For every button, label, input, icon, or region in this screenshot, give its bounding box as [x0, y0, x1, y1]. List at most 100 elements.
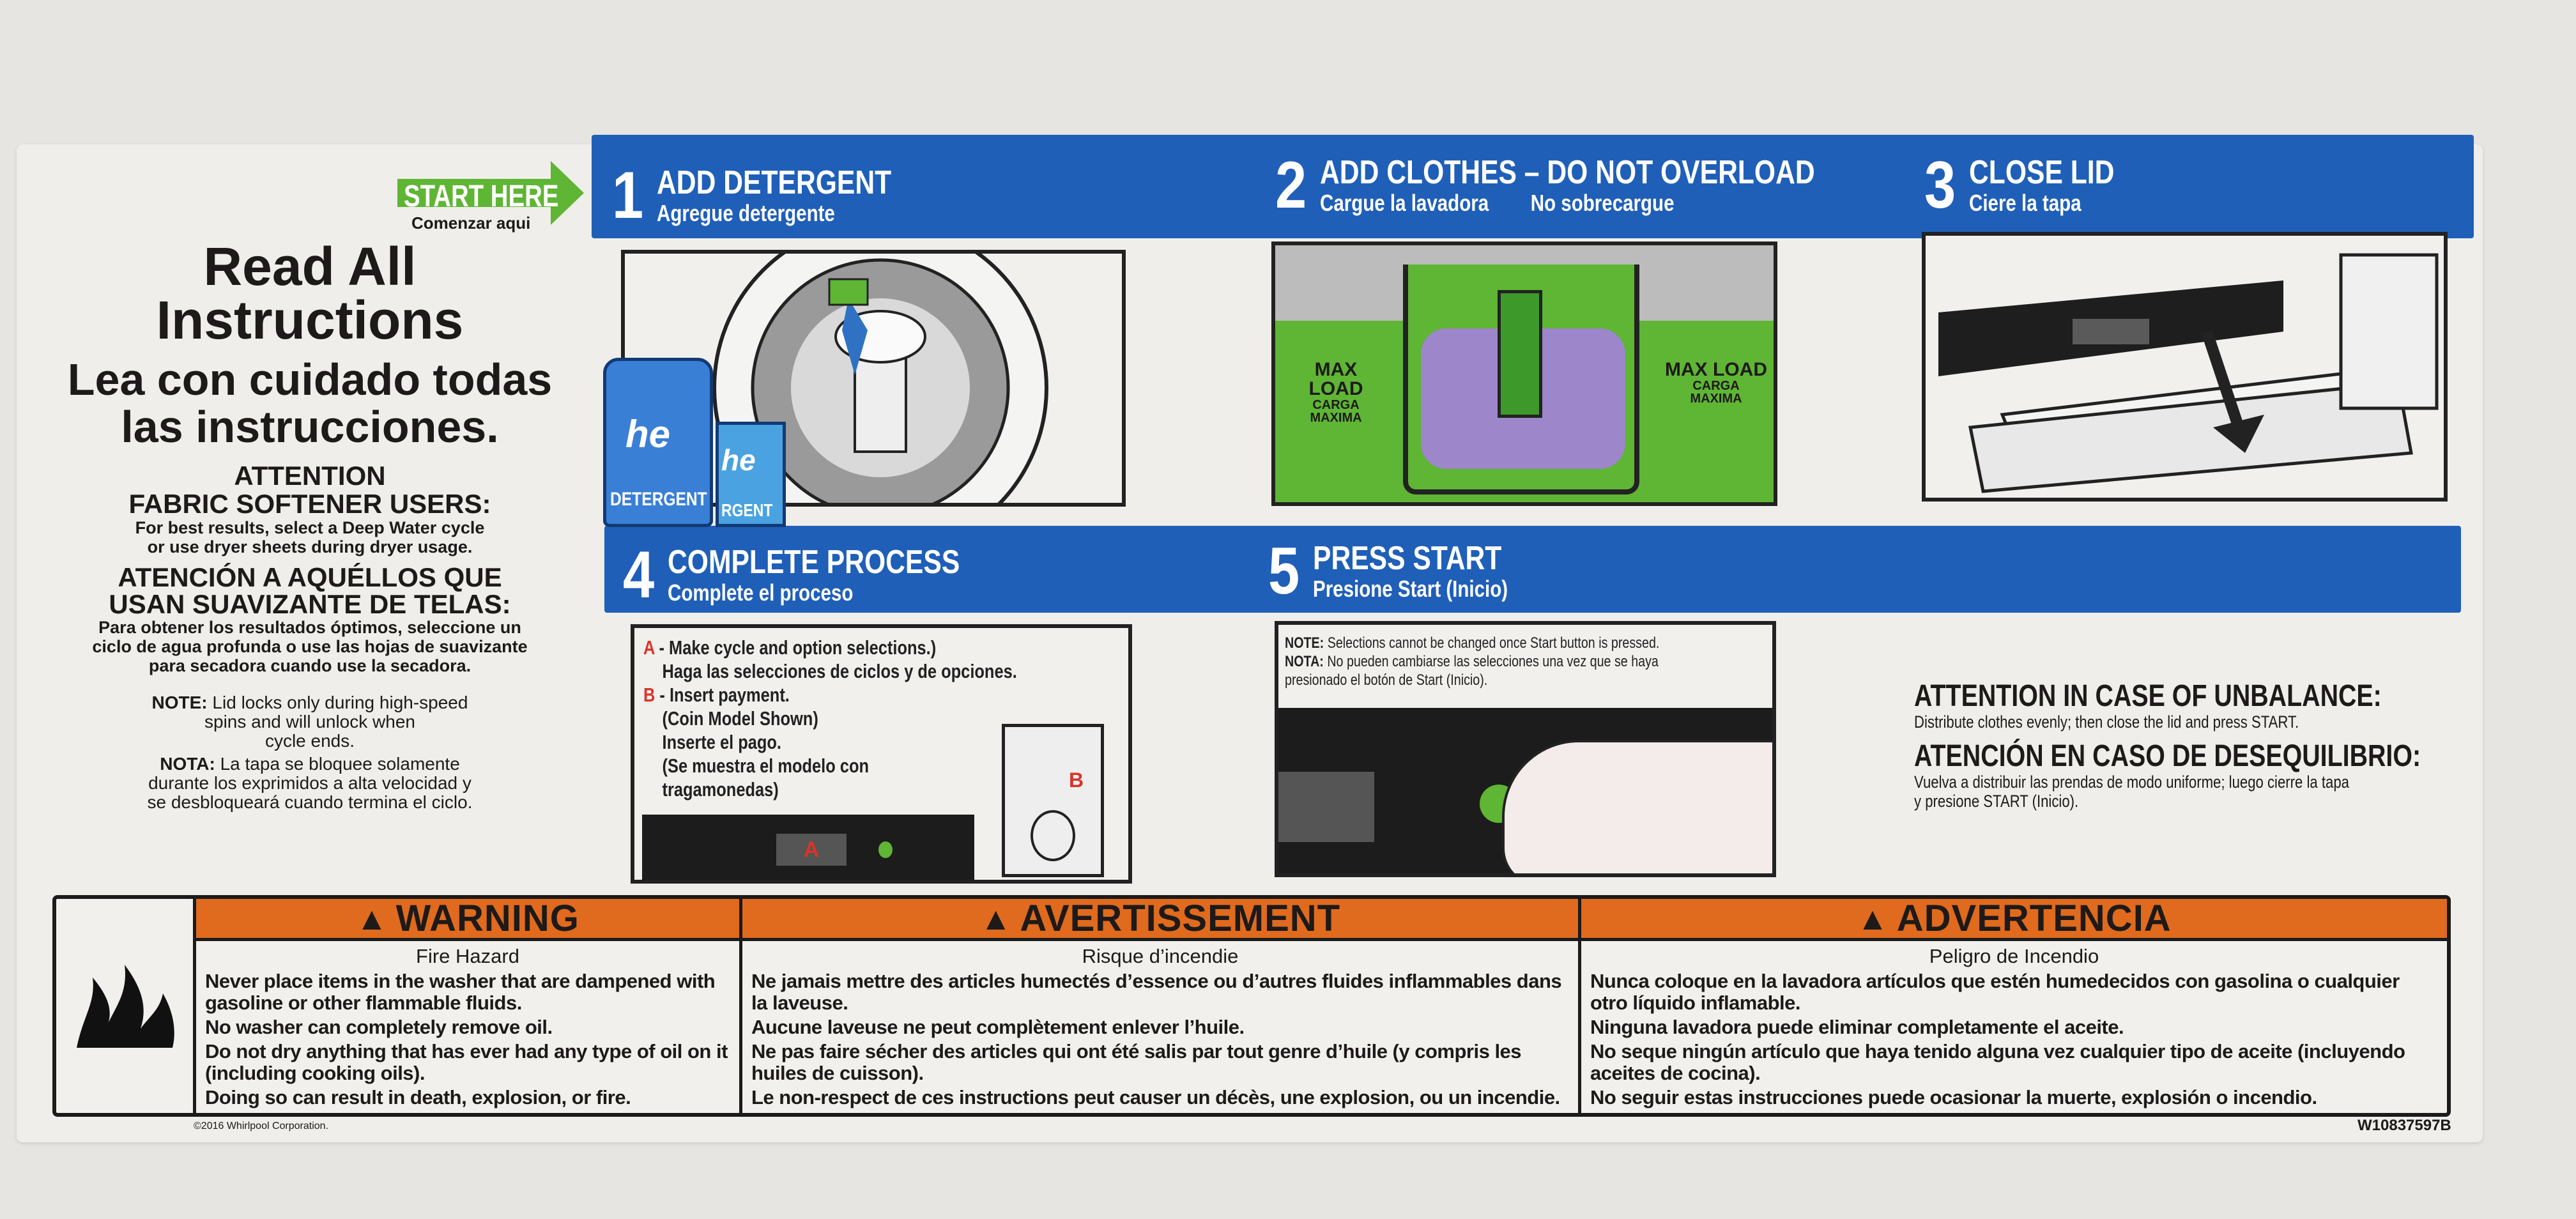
text-line: Insert payment.: [669, 684, 790, 706]
start-here-label: START HERE: [404, 180, 559, 213]
hand-illustration: [1502, 740, 1772, 873]
text-line: No pueden cambiarse las selecciones una …: [1327, 653, 1659, 670]
step-5-notes: NOTE: Selections cannot be changed once …: [1285, 634, 1659, 689]
warning-en: ▲WARNING Fire Hazard Never place items i…: [193, 898, 739, 1113]
text-line: Selections cannot be changed once Start …: [1327, 634, 1660, 652]
warning-header: ▲WARNING: [196, 898, 739, 941]
warning-header: ▲ADVERTENCIA: [1581, 898, 2447, 941]
washer-lid-illustration: [1938, 253, 2439, 493]
note-label: NOTE:: [151, 693, 208, 712]
text-line: Para obtener los resultados óptimos, sel…: [98, 618, 521, 637]
warning-triangle-icon: ▲: [1857, 900, 1889, 937]
text-line: Inserte el pago.: [662, 731, 781, 753]
text-line: (Coin Model Shown): [662, 707, 818, 730]
warning-line: Le non-respect de ces instructions peut …: [751, 1086, 1560, 1108]
text-line: cycle ends.: [264, 731, 355, 751]
washer-drum-illustration: [712, 254, 1048, 503]
unbalance-body-en: Distribute clothes evenly; then close th…: [1914, 712, 2299, 732]
control-console: A: [642, 815, 974, 880]
bottle-brand: he: [625, 413, 671, 456]
unbalance-heading-es: ATENCIÓN EN CASO DE DESEQUILIBRIO:: [1914, 739, 2421, 773]
marker-b: B: [643, 684, 656, 706]
text-line: presionado el botón de Start (Inicio).: [1285, 671, 1488, 689]
text-line: se desbloqueará cuando termina el ciclo.: [147, 792, 473, 812]
step-number: 1: [612, 158, 644, 233]
maxima-label: MAXIMA: [1310, 411, 1362, 425]
step-title: ADD DETERGENT: [656, 164, 892, 201]
start-here-sub: Comenzar aqui: [411, 213, 531, 233]
part-number: W10837597B: [2358, 1117, 2451, 1134]
warning-title: AVERTISSEMENT: [1020, 898, 1341, 939]
subtitle-part: Cargue la lavadora: [1319, 190, 1489, 216]
detergent-box: he RGENT: [716, 422, 786, 527]
warning-line: Ne pas faire sécher des articles qui ont…: [751, 1040, 1522, 1084]
carga-label: CARGA: [1312, 398, 1360, 412]
start-here-arrow: START HERE Comenzar aqui: [397, 161, 584, 239]
warning-line: Never place items in the washer that are…: [205, 970, 716, 1014]
unbalance-notice: ATTENTION IN CASE OF UNBALANCE: Distribu…: [1914, 680, 2421, 811]
step-subtitle: Presione Start (Inicio): [1312, 576, 1508, 602]
warning-line: Ne jamais mettre des articles humectés d…: [751, 970, 1562, 1014]
nota-label: NOTA:: [160, 754, 215, 774]
warning-line: Ninguna lavadora puede eliminar completa…: [1590, 1016, 2124, 1038]
coin-box-marker: B: [1069, 769, 1084, 792]
box-label: RGENT: [721, 500, 773, 520]
display-a: A: [776, 834, 847, 866]
warning-title: ADVERTENCIA: [1896, 898, 2172, 939]
step-title: COMPLETE PROCESS: [667, 544, 960, 581]
marker-a: A: [643, 636, 655, 659]
title-line: Read All: [203, 236, 417, 296]
maxima-label: MAXIMA: [1690, 392, 1742, 406]
step-title: CLOSE LID: [1968, 154, 2115, 191]
step-subtitle: Agregue detergente: [656, 200, 835, 226]
detergent-bottle: he DETERGENT: [603, 358, 713, 527]
steps-bar-top: [592, 135, 2474, 238]
max-load-right: MAX LOAD CARGA MAXIMA: [1659, 359, 1774, 406]
text-line: tragamonedas): [662, 778, 779, 801]
text-line: ATTENTION: [234, 461, 386, 491]
warning-subtitle: Peligro de Incendio: [1929, 945, 2099, 967]
text-line: para secadora cuando use la secadora.: [148, 656, 471, 675]
agitator: [1498, 290, 1542, 418]
steps-bar-bottom: [604, 526, 2461, 613]
text-line: Make cycle and option selections.): [669, 636, 937, 659]
step-5-illustration: NOTE: Selections cannot be changed once …: [1275, 621, 1776, 877]
warning-line: No seguir estas instrucciones puede ocas…: [1590, 1086, 2317, 1108]
title-line: Lea con cuidado todas: [67, 355, 553, 404]
warning-header: ▲AVERTISSEMENT: [742, 898, 1578, 941]
step-subtitle: Complete el proceso: [667, 579, 854, 606]
warning-subtitle: Risque d’incendie: [1082, 945, 1239, 967]
step-2-illustration: MAX LOAD CARGA MAXIMA MAX LOAD CARGA MAX…: [1271, 241, 1777, 506]
note-label: NOTE:: [1285, 634, 1324, 652]
warning-line: Do not dry anything that has ever had an…: [205, 1040, 728, 1084]
text-line: USAN SUAVIZANTE DE TELAS:: [109, 589, 511, 619]
warning-triangle-icon: ▲: [979, 900, 1013, 937]
title-line: las instrucciones.: [121, 402, 499, 452]
warning-triangle-icon: ▲: [356, 900, 388, 937]
step-4-instructions: A - Make cycle and option selections.) H…: [643, 636, 1017, 801]
text-line: FABRIC SOFTENER USERS:: [128, 489, 491, 519]
warning-line: Doing so can result in death, explosion,…: [205, 1086, 631, 1108]
box-brand: he: [721, 443, 756, 477]
fire-icon-cell: [56, 899, 193, 1113]
warning-line: Aucune laveuse ne peut complètement enle…: [751, 1016, 1245, 1038]
text-line: For best results, select a Deep Water cy…: [135, 518, 485, 537]
warning-fr: ▲AVERTISSEMENT Risque d’incendie Ne jama…: [739, 898, 1578, 1113]
warning-title: WARNING: [395, 898, 579, 939]
text-line: durante los exprimidos a alta velocidad …: [148, 773, 471, 793]
fire-warning-box: ▲WARNING Fire Hazard Never place items i…: [52, 895, 2451, 1117]
step-3-illustration: [1922, 232, 2448, 502]
title-line: Instructions: [156, 290, 464, 350]
text-line: spins and will unlock when: [204, 712, 415, 732]
max-load-label: MAX LOAD: [1665, 359, 1767, 380]
step-number: 3: [1924, 148, 1956, 222]
text-line: Haga las selecciones de ciclos y de opci…: [662, 660, 1017, 682]
